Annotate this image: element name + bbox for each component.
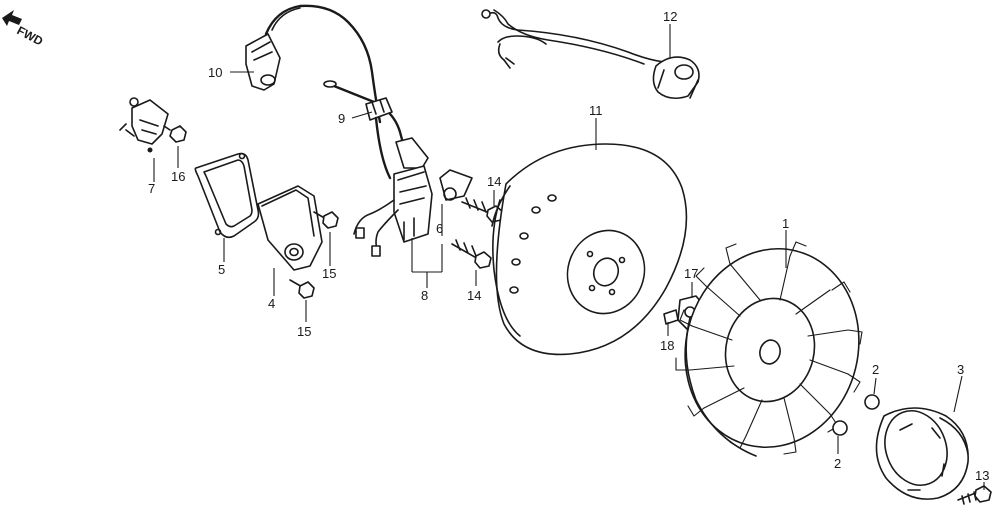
leader-lines <box>153 24 985 490</box>
part-15-bolt-lower <box>289 279 315 299</box>
callout-11: 11 <box>589 103 603 118</box>
callout-15-upper: 15 <box>322 266 336 281</box>
callout-2-upper: 2 <box>872 362 879 377</box>
part-12-sensor-with-lead <box>481 9 700 100</box>
part-1-cooling-fan <box>675 241 863 457</box>
callout-7: 7 <box>148 181 155 196</box>
part-2-collar-lower <box>832 420 848 436</box>
part-8-exciter-coil-assembly <box>323 80 473 257</box>
part-10-spark-plug-cap <box>245 4 382 124</box>
callout-16: 16 <box>171 169 185 184</box>
callout-15-lower: 15 <box>297 324 311 339</box>
part-11-flywheel <box>491 143 688 356</box>
callout-6: 6 <box>436 221 443 236</box>
callout-12: 12 <box>663 9 677 24</box>
callout-5: 5 <box>218 262 225 277</box>
part-4-cover <box>257 185 323 271</box>
part-13-bolt <box>957 485 992 505</box>
callout-3: 3 <box>957 362 964 377</box>
callout-14-upper: 14 <box>487 174 501 189</box>
part-3-starter-pulley <box>875 407 969 500</box>
part-7-bracket <box>119 97 169 153</box>
callout-14-lower: 14 <box>467 288 481 303</box>
part-14-bolt-lower <box>451 239 492 269</box>
callout-18: 18 <box>660 338 674 353</box>
callout-9: 9 <box>338 111 345 126</box>
callout-4: 4 <box>268 296 275 311</box>
part-18-washer <box>663 309 679 325</box>
part-5-gasket <box>194 152 260 239</box>
callout-17: 17 <box>684 266 698 281</box>
fwd-arrow-icon: FWD <box>2 10 46 49</box>
callout-2-lower: 2 <box>834 456 841 471</box>
fwd-label: FWD <box>15 23 46 48</box>
callout-10: 10 <box>208 65 222 80</box>
callout-13: 13 <box>975 468 989 483</box>
part-16-screw <box>163 125 187 143</box>
callout-labels: 12 10 9 11 7 16 14 6 5 15 8 14 4 15 17 1… <box>148 9 989 483</box>
part-2-collar-upper <box>864 394 880 410</box>
callout-8: 8 <box>421 288 428 303</box>
callout-1: 1 <box>782 216 789 231</box>
part-15-bolt-upper <box>313 211 339 229</box>
